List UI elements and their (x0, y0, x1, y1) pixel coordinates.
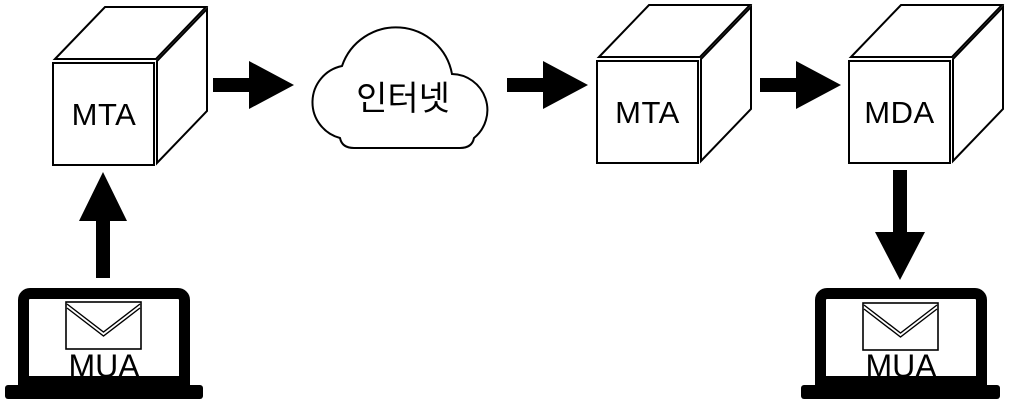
sender-mua-label: MUA (68, 348, 140, 384)
arrow-mda-to-receiver-mua (875, 170, 925, 280)
arrow-receiver-mta-to-mda (760, 61, 841, 109)
laptop-sender-mua-base (5, 385, 203, 399)
server-cube-receiver-mta (596, 4, 753, 164)
envelope-icon (65, 301, 142, 350)
server-cube-sender-mta (52, 6, 209, 166)
arrow-sender-mta-to-internet (213, 61, 294, 109)
server-cube-mda (848, 4, 1005, 164)
envelope-icon (862, 302, 939, 351)
arrow-internet-to-receiver-mta (507, 61, 588, 109)
internet-label: 인터넷 (356, 80, 450, 118)
mda-label: MDA (864, 94, 935, 130)
receiver-mua-label: MUA (865, 348, 937, 384)
cloud-internet (311, 26, 489, 149)
arrow-sender-mua-to-sender-mta (79, 172, 127, 278)
laptop-receiver-mua-base (801, 385, 1000, 399)
receiver-mta-label: MTA (615, 94, 680, 130)
sender-mta-label: MTA (71, 96, 137, 132)
